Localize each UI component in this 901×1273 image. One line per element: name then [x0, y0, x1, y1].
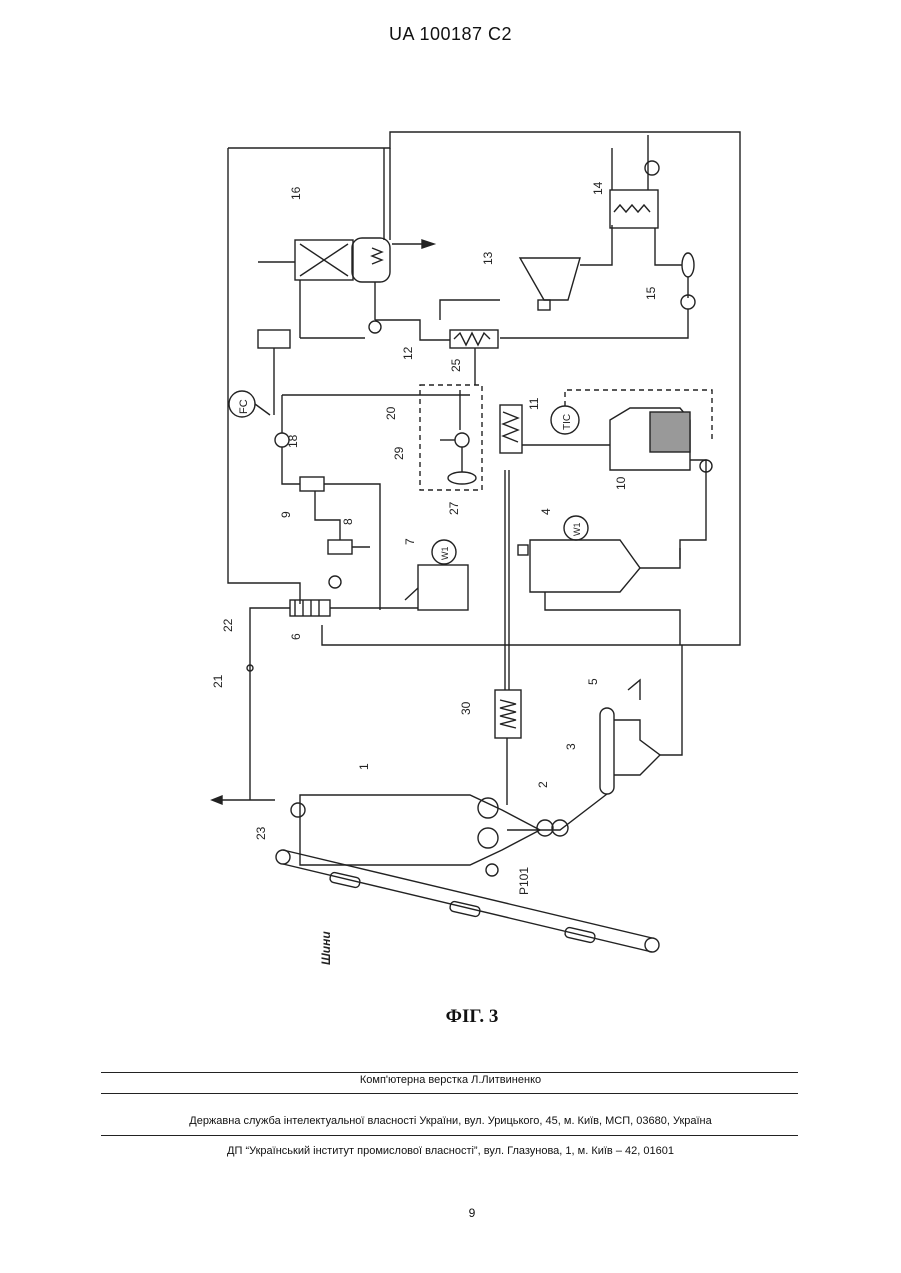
- unit-11-heater: [500, 405, 522, 453]
- unit-7-vessel: [405, 540, 468, 610]
- label-w1-vessel-7: W1: [440, 547, 450, 561]
- units-8-9-separators: [229, 391, 470, 610]
- footer-rule-middle: [101, 1093, 798, 1094]
- label-9: 9: [279, 511, 293, 518]
- label-23: 23: [254, 826, 268, 840]
- label-w1-vessel-4: W1: [572, 523, 582, 537]
- label-11: 11: [527, 397, 541, 410]
- unit-13-cyclone: [520, 225, 612, 310]
- label-4: 4: [539, 508, 553, 515]
- label-29: 29: [392, 446, 406, 460]
- label-1: 1: [357, 763, 371, 770]
- label-21: 21: [211, 674, 225, 688]
- label-18: 18: [286, 434, 300, 448]
- label-p101: P101: [517, 867, 531, 895]
- office-address: Державна служба інтелектуальної власност…: [0, 1115, 901, 1127]
- unit-6-exchanger: [247, 600, 418, 800]
- label-30: 30: [459, 701, 473, 715]
- label-10: 10: [614, 476, 628, 490]
- footer-rule-top: [101, 1072, 798, 1073]
- label-27: 27: [447, 501, 461, 515]
- institute-address: ДП “Український інститут промислової вла…: [0, 1145, 901, 1157]
- label-25: 25: [449, 358, 463, 372]
- label-14: 14: [591, 181, 605, 195]
- label-16: 16: [289, 186, 303, 200]
- label-3: 3: [564, 743, 578, 750]
- label-15: 15: [644, 286, 658, 300]
- unit-20-dashed-box: [420, 385, 482, 490]
- label-13: 13: [481, 251, 495, 265]
- footer-rule-bottom: [101, 1135, 798, 1136]
- label-tyres: Шини: [319, 931, 333, 965]
- label-12: 12: [401, 346, 415, 360]
- unit-16-scrubber: [258, 238, 434, 415]
- label-tic: TIC: [562, 414, 573, 430]
- label-7: 7: [403, 538, 417, 545]
- page-number: 9: [0, 1206, 901, 1220]
- unit-4-vessel: [518, 516, 680, 645]
- unit-14-heat-exchanger: [500, 135, 695, 338]
- unit-3-conveyor: [507, 645, 682, 830]
- label-fc: FC: [238, 399, 250, 414]
- typesetting-credit: Комп'ютерна верстка Л.Литвиненко: [0, 1074, 901, 1086]
- label-22: 22: [221, 618, 235, 632]
- unit-12-heat-exchanger: [375, 300, 500, 385]
- label-2: 2: [536, 781, 550, 788]
- label-20: 20: [384, 406, 398, 420]
- label-8: 8: [341, 518, 355, 525]
- label-5: 5: [586, 678, 600, 685]
- unit-30-filter: [495, 470, 521, 805]
- diagram-labels: 16 14 13 15 12 25 11 20 29 18 10 27 9 8 …: [211, 181, 658, 965]
- label-6: 6: [289, 633, 303, 640]
- figure-caption: ФІГ. 3: [0, 1006, 901, 1028]
